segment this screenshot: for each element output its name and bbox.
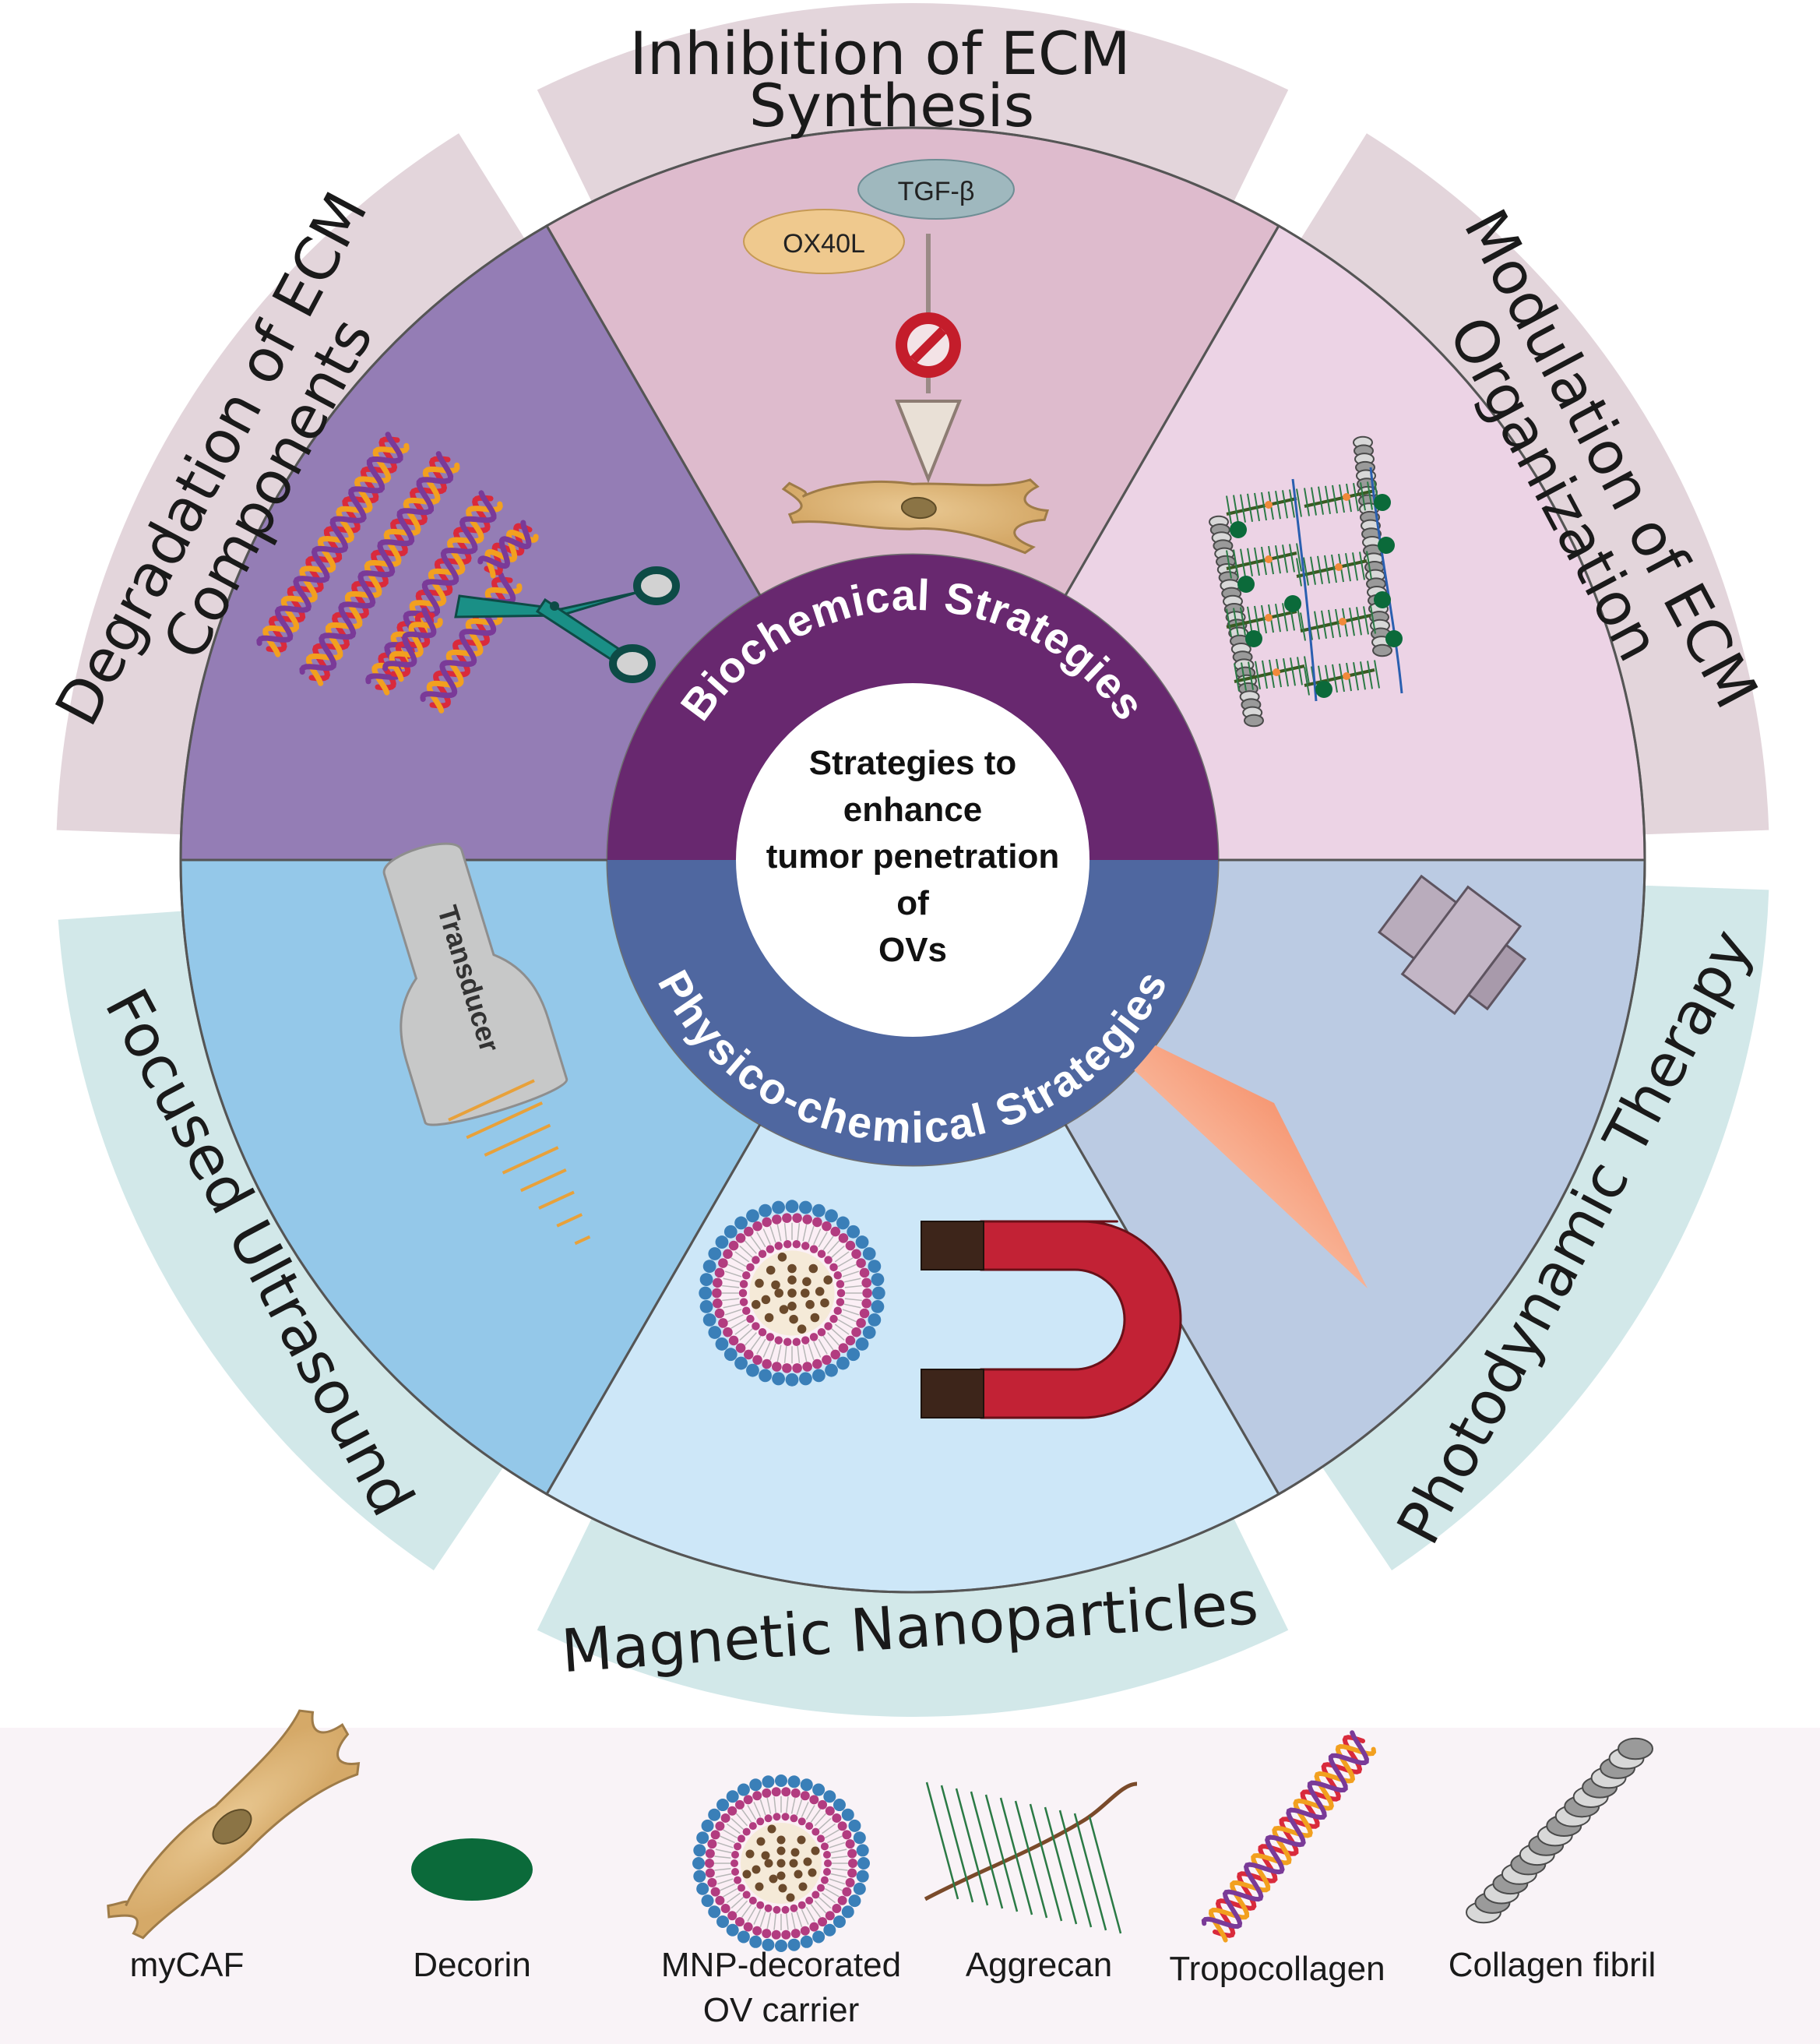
decorin-dot [1378, 537, 1395, 554]
aggrecan-side-chain [970, 1791, 1004, 1909]
signal-arrow-head [895, 400, 962, 484]
aggrecan-side-chain [925, 1781, 959, 1900]
tropocollagen-helix [299, 451, 460, 686]
tropocollagen-helix [477, 520, 539, 579]
legend-mycaf-label: myCAF [130, 1946, 245, 1984]
legend-mnp-label-line2: OV carrier [703, 1991, 859, 2029]
center-line-1: Strategies to [809, 744, 1017, 782]
radial-divider [1064, 225, 1280, 597]
tgf-beta-oval [857, 159, 1015, 220]
decorin-dot [1315, 681, 1332, 698]
aggrecan-side-chain [940, 1785, 974, 1903]
legend-collagen-fibril-label: Collagen fibril [1449, 1946, 1656, 1984]
ox40l-oval [743, 209, 905, 274]
aggrecan-side-chain [984, 1794, 1019, 1912]
mnp-carrier-icon [699, 1200, 885, 1387]
aggrecan-molecule [1226, 488, 1302, 524]
inhibition-illustration: TGF-β OX40L [743, 159, 1050, 555]
aggrecan-molecule [1226, 601, 1302, 637]
prohibited-icon [896, 312, 961, 378]
ultrasound-wave-line [519, 1168, 567, 1193]
center-line-2: enhance [843, 791, 983, 829]
ultrasound-wave-line [556, 1213, 583, 1228]
legend-aggrecan-label: Aggrecan [966, 1946, 1112, 1984]
tropocollagen-helix [382, 607, 443, 682]
aggrecan-side-chain [955, 1788, 989, 1906]
aggrecan-side-chain [1058, 1810, 1093, 1928]
center-circle [736, 683, 1090, 1037]
aggrecan-side-chain [999, 1797, 1033, 1915]
ultrasound-wave-line [538, 1190, 575, 1210]
decorin-dot [1374, 591, 1391, 608]
center-line-3: tumor penetration [766, 837, 1059, 876]
decorin-dot [1385, 630, 1403, 647]
center-hub: Biochemical Strategies Physico-chemical … [607, 555, 1218, 1165]
decorin-dot [1284, 595, 1301, 612]
aggrecan-molecule [1234, 656, 1310, 692]
magnetic-illustration [699, 1200, 1182, 1419]
legend-tropocollagen-label: Tropocollagen [1169, 1950, 1385, 1988]
radial-divider [545, 1123, 762, 1495]
ultrasound-wave-line [574, 1235, 591, 1246]
legend-decorin-label: Decorin [413, 1946, 531, 1984]
radial-divider [545, 225, 762, 597]
ultrasound-wave-line [448, 1079, 535, 1122]
ox40l-label: OX40L [783, 229, 865, 259]
decorin-dot [1237, 576, 1255, 593]
aggrecan-molecule [1296, 551, 1372, 587]
inhibition-title-line1: Inhibition of ECM [629, 19, 1130, 88]
mycaf-cell-icon [781, 478, 1050, 555]
degradation-illustration [256, 432, 680, 714]
legend-mnp-carrier-icon [692, 1774, 870, 1952]
light-source-icon [1377, 874, 1527, 1016]
hyaluronan-strand [1291, 478, 1318, 702]
tropocollagen-legend-helix [1201, 1730, 1377, 1943]
collagen-fibril-legend [1466, 1737, 1653, 1924]
legend-aggrecan-icon [924, 1781, 1138, 1934]
legend-tropocollagen-icon [1201, 1730, 1377, 1943]
decorin-dot [1374, 494, 1391, 511]
collagen-fibril [1353, 435, 1392, 657]
ultrasound-illustration: Transducer [382, 842, 591, 1246]
aggrecan-side-chain [1044, 1806, 1078, 1925]
modulation-illustration [1209, 435, 1403, 728]
scissors-icon [454, 566, 680, 683]
aggrecan-molecule [1304, 481, 1380, 516]
legend-collagen-fibril-icon [1466, 1737, 1653, 1924]
center-line-5: OVs [878, 931, 947, 969]
tropocollagen-helix [256, 432, 410, 657]
decorin-dot [1230, 521, 1247, 538]
inhibition-title-line2: Synthesis [749, 71, 1034, 140]
aggrecan-side-chain [1014, 1800, 1048, 1919]
legend-panel: myCAF Decorin MNP-decorated OV carrier A… [0, 1709, 1820, 2044]
legend-decorin-icon [411, 1838, 533, 1901]
ultrasound-wave-line [502, 1146, 559, 1175]
legend-mnp-label-line1: MNP-decorated [661, 1946, 901, 1984]
aggrecan-molecule [1300, 605, 1376, 641]
transducer-icon: Transducer [382, 842, 569, 1126]
hyaluronan-strand [1369, 467, 1403, 694]
ultrasound-wave-line [484, 1123, 551, 1157]
aggrecan-side-chain [1073, 1813, 1107, 1931]
ultrasound-wave-line [466, 1101, 544, 1140]
center-line-4: of [896, 884, 929, 922]
aggrecan-side-chain [1029, 1803, 1063, 1922]
tgf-beta-label: TGF-β [898, 177, 975, 206]
aggrecan-molecule [1226, 543, 1302, 579]
aggrecan-side-chain [1088, 1816, 1122, 1934]
ultrasound-waves [448, 1079, 591, 1246]
decorin-dot [1245, 630, 1262, 647]
legend-mycaf-icon [107, 1709, 361, 1940]
magnet-icon [921, 1220, 1182, 1419]
